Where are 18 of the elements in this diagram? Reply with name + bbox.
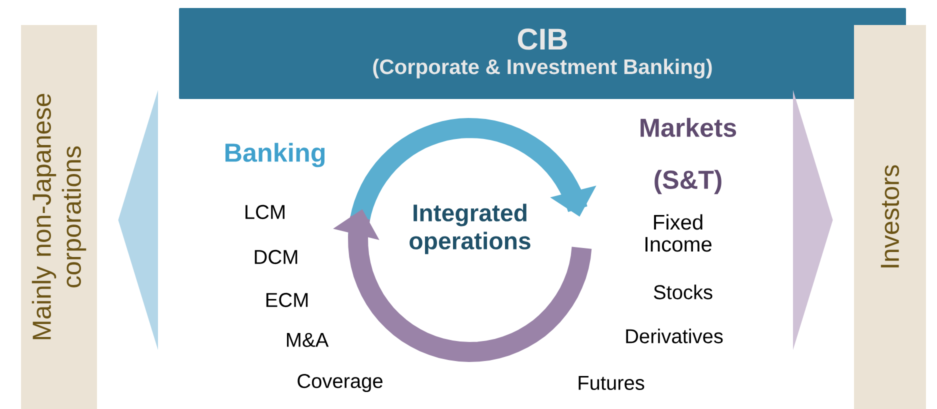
header-box: CIB (Corporate & Investment Banking)	[179, 8, 906, 99]
item-label: M&A	[286, 332, 329, 347]
item-label: LCM	[246, 204, 284, 220]
item-label: Coverage	[298, 374, 382, 392]
side-band	[21, 25, 98, 409]
item-label: Derivatives	[626, 328, 723, 344]
band-label: Mainly non-Japanese corporations	[32, 94, 86, 340]
side-band	[854, 25, 926, 409]
band-label: Investors	[880, 165, 900, 268]
heading: Banking	[225, 142, 325, 168]
item-label: ECM	[266, 292, 308, 308]
item-label: Futures	[578, 376, 644, 390]
item-label: DCM	[254, 250, 298, 264]
item-label: Stocks	[654, 284, 712, 300]
item-label: Fixed Income	[646, 214, 712, 252]
chevron-arrow	[793, 90, 833, 350]
chevron-arrow	[118, 90, 158, 350]
center-label: Integrated operations	[410, 204, 530, 254]
